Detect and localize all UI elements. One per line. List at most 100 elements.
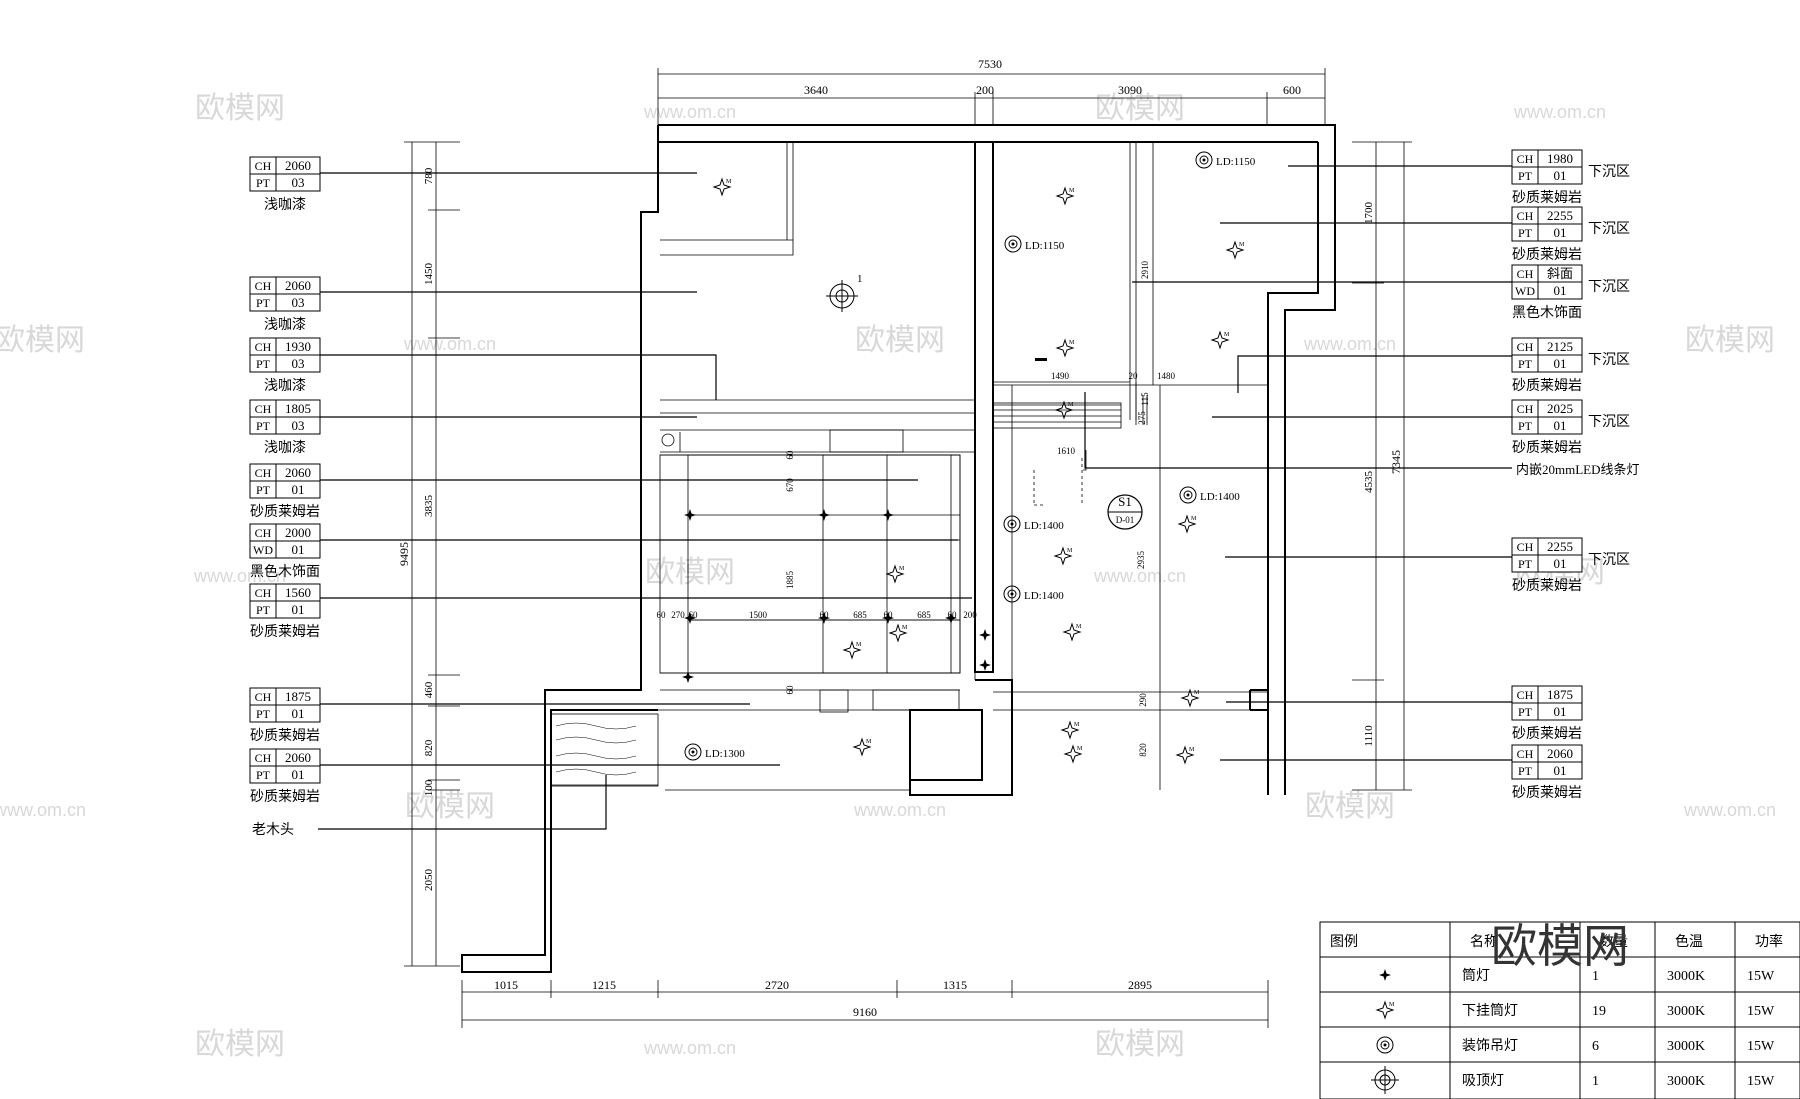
dim-inner: 1610 <box>1057 446 1076 456</box>
tag-ch-value: 1875 <box>1547 687 1573 702</box>
dim-inner: 1885 <box>785 571 795 590</box>
tag-material-desc: 砂质莱姆岩 <box>1512 190 1582 206</box>
dim-inner: 60 <box>785 450 795 460</box>
dim-inner: 60 <box>657 610 667 620</box>
pendant-downlight-icon <box>1054 547 1074 565</box>
decor-pendant-icon <box>1195 151 1213 169</box>
ceiling-lamp-icon <box>826 280 858 312</box>
tag-ch-label: CH <box>255 159 272 173</box>
legend-qty: 6 <box>1592 1039 1599 1054</box>
tag-material-desc: 砂质莱姆岩 <box>250 728 320 744</box>
led-strip-marker <box>1035 358 1047 361</box>
legend-temp: 3000K <box>1667 1004 1705 1019</box>
dim-left-segment: 460 <box>423 681 435 698</box>
section-mark-bottom: D-01 <box>1116 515 1135 525</box>
legend-header: 色温 <box>1675 933 1703 950</box>
section-mark <box>1107 494 1143 530</box>
dim-inner: 60 <box>948 610 958 620</box>
dim-bottom-total: 9160 <box>853 1005 877 1019</box>
pendant-downlight-icon <box>1178 515 1198 533</box>
legend-qty: 1 <box>1592 969 1599 984</box>
dim-left-segment: 820 <box>423 739 435 756</box>
pendant-downlight-icon <box>853 738 873 756</box>
dim-top-segment: 3090 <box>1118 83 1142 97</box>
dim-left-segment: 100 <box>423 779 435 796</box>
legend-name: 下挂筒灯 <box>1462 1002 1518 1019</box>
pendant-downlight-icon <box>843 641 863 659</box>
tag-ch-value: 2000 <box>285 525 311 540</box>
legend-qty: 1 <box>1592 1074 1599 1089</box>
dim-left-segment: 3835 <box>423 495 435 518</box>
dim-inner: 685 <box>853 610 867 620</box>
tag-ch-label: CH <box>255 526 272 540</box>
tag-material-desc: 砂质莱姆岩 <box>250 624 320 640</box>
led-strip-note: 内嵌20mmLED线条灯 <box>1516 462 1640 477</box>
tag-ch-label: CH <box>1517 747 1534 761</box>
watermark-text: 欧模网 <box>1685 324 1775 357</box>
tag-pt-value: 01 <box>1554 168 1567 183</box>
legend-header: 图例 <box>1330 934 1358 950</box>
tag-material-desc: 黑色木饰面 <box>250 563 320 580</box>
tag-ch-value: 1980 <box>1547 151 1573 166</box>
pendant-downlight-icon <box>1064 745 1084 763</box>
tag-pt-value: 01 <box>292 542 305 557</box>
tag-ch-value: 1930 <box>285 339 311 354</box>
dim-inner: 60 <box>689 610 699 620</box>
watermark-text: 欧模网 <box>1095 1028 1185 1061</box>
pendant-downlight-icon <box>1226 241 1246 259</box>
dim-left-segment: 780 <box>423 167 435 184</box>
tag-ch-value: 2060 <box>285 465 311 480</box>
tag-pt-value: 01 <box>1554 225 1567 240</box>
decor-pendant-label: LD:1150 <box>1025 240 1065 252</box>
wall-outline <box>461 124 1336 973</box>
legend-name: 装饰吊灯 <box>1462 1038 1518 1054</box>
legend-header: 名称 <box>1470 934 1498 950</box>
tag-ch-label: CH <box>255 466 272 480</box>
tag-ch-value: 2025 <box>1547 401 1573 416</box>
tag-material-desc: 浅咖漆 <box>264 378 306 394</box>
dim-left-segment: 2050 <box>423 869 435 892</box>
ceiling-lamp-icon <box>1371 1066 1399 1094</box>
decor-pendant-label: LD:1300 <box>705 748 745 760</box>
tag-pt-value: 01 <box>1554 356 1567 371</box>
tag-ch-label: CH <box>1517 209 1534 223</box>
tag-pt-code: WD <box>1515 284 1535 298</box>
pendant-downlight-icon <box>1056 339 1076 357</box>
dim-right-segment: 4535 <box>1363 471 1375 494</box>
tag-pt-value: 01 <box>1554 556 1567 571</box>
tag-material-desc: 浅咖漆 <box>264 197 306 213</box>
tag-sunken-note: 下沉区 <box>1588 414 1630 430</box>
tag-pt-code: PT <box>256 176 271 190</box>
tag-pt-code: PT <box>1518 357 1533 371</box>
dim-bottom-segment: 1015 <box>494 978 518 992</box>
dim-left-segment: 1450 <box>423 263 435 286</box>
dim-inner: 1490 <box>1051 371 1070 381</box>
tag-ch-value: 2060 <box>285 278 311 293</box>
downlight-icon <box>979 659 991 671</box>
dim-inner: 60 <box>884 610 894 620</box>
dim-inner: 2910 <box>1140 261 1150 280</box>
tag-pt-value: 01 <box>1554 418 1567 433</box>
tag-pt-value: 03 <box>292 295 305 310</box>
tag-ch-label: CH <box>255 279 272 293</box>
tag-ch-label: CH <box>1517 152 1534 166</box>
tag-material-desc: 浅咖漆 <box>264 317 306 333</box>
marks-layer <box>682 151 1246 764</box>
ceiling-details <box>550 142 1268 791</box>
decor-pendant-label: LD:1150 <box>1216 156 1256 168</box>
tag-material-desc: 砂质莱姆岩 <box>1512 378 1582 394</box>
dim-inner: 115 <box>1140 392 1150 406</box>
legend-temp: 3000K <box>1667 1074 1705 1089</box>
pendant-downlight-icon <box>886 565 906 583</box>
decor-pendant-label: LD:1400 <box>1200 491 1240 503</box>
tag-ch-label: CH <box>1517 340 1534 354</box>
